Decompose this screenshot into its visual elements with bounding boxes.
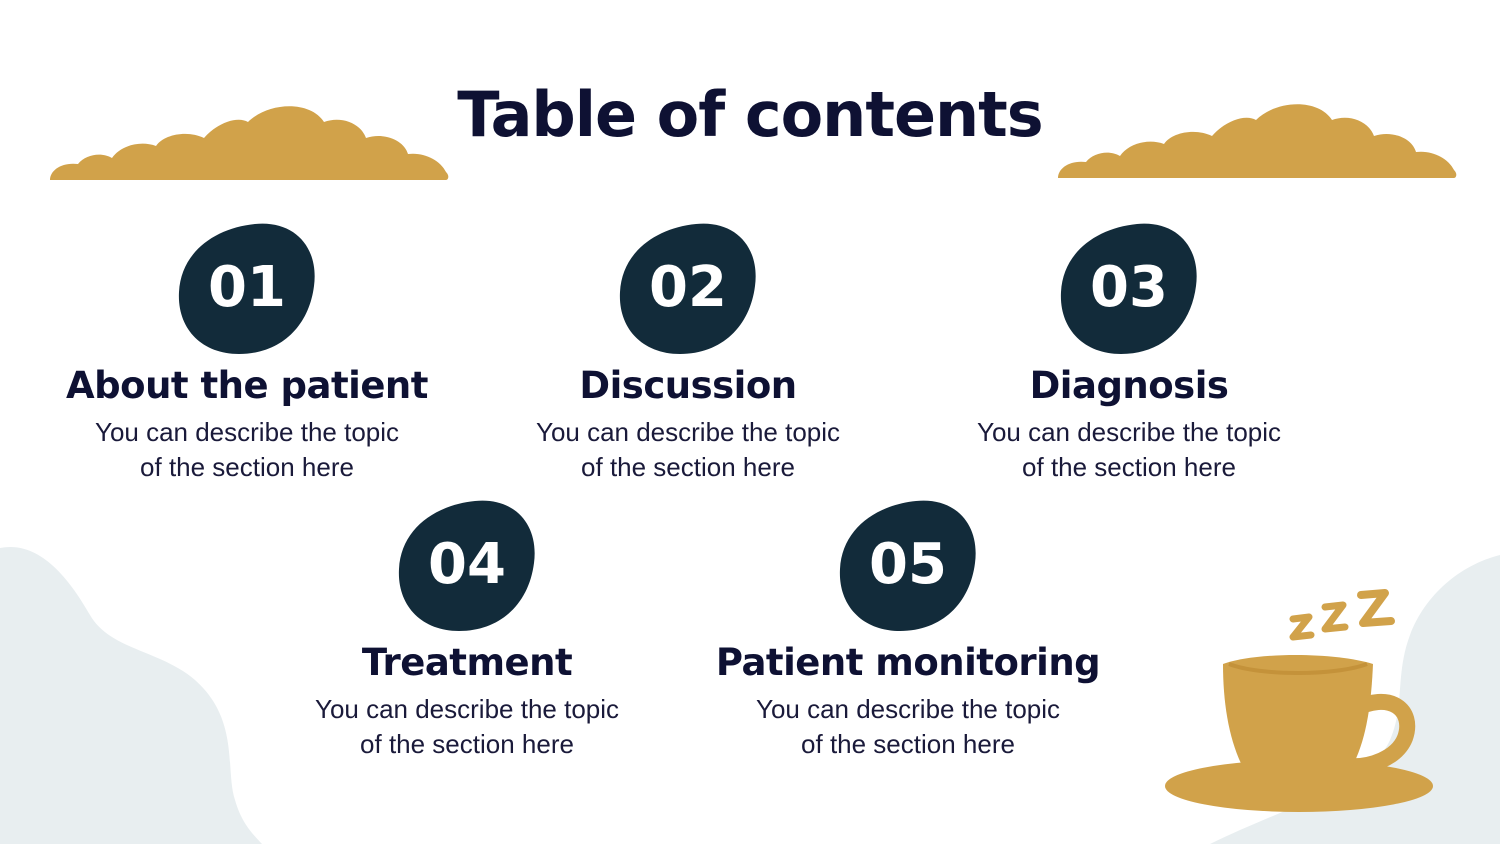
cloud-icon — [1058, 104, 1457, 178]
section-title: Patient monitoring — [715, 641, 1101, 684]
section-discussion[interactable]: 02 Discussion You can describe the topic… — [478, 222, 898, 485]
zzz-icon — [1289, 589, 1395, 641]
background-blob-right — [1210, 555, 1500, 844]
section-title: Diagnosis — [1029, 364, 1229, 407]
section-title: Treatment — [361, 641, 573, 684]
section-number: 04 — [428, 532, 506, 597]
section-number: 02 — [649, 255, 727, 320]
section-title: Discussion — [579, 364, 797, 407]
section-description-line: You can describe the topic — [94, 417, 400, 447]
section-description-line: of the section here — [801, 729, 1015, 759]
blob-shape — [178, 223, 315, 354]
section-description-line: of the section here — [360, 729, 574, 759]
section-description: You can describe the topic of the sectio… — [478, 415, 898, 485]
section-treatment[interactable]: 04 Treatment You can describe the topic … — [257, 499, 677, 762]
section-description-line: You can describe the topic — [535, 417, 841, 447]
number-badge: 02 — [618, 222, 758, 354]
section-number: 05 — [869, 532, 947, 597]
section-description: You can describe the topic of the sectio… — [257, 692, 677, 762]
section-description: You can describe the topic of the sectio… — [37, 415, 457, 485]
cloud-icon — [50, 106, 449, 180]
section-number: 01 — [208, 255, 286, 320]
page-title: Table of contents — [457, 78, 1043, 151]
blob-shape — [1060, 223, 1197, 354]
section-description-line: You can describe the topic — [976, 417, 1282, 447]
section-description-line: You can describe the topic — [314, 694, 620, 724]
section-description-line: of the section here — [581, 452, 795, 482]
section-diagnosis[interactable]: 03 Diagnosis You can describe the topic … — [919, 222, 1339, 485]
background-blob-left — [0, 546, 262, 844]
number-badge: 04 — [397, 499, 537, 631]
number-badge: 03 — [1059, 222, 1199, 354]
section-about-the-patient[interactable]: 01 About the patient You can describe th… — [37, 222, 457, 485]
section-description-line: of the section here — [1022, 452, 1236, 482]
section-description-line: of the section here — [140, 452, 354, 482]
blob-shape — [398, 500, 535, 631]
section-number: 03 — [1090, 255, 1168, 320]
coffee-cup-icon — [1165, 655, 1433, 812]
section-description-line: You can describe the topic — [755, 694, 1061, 724]
section-description: You can describe the topic of the sectio… — [698, 692, 1118, 762]
blob-shape — [619, 223, 756, 354]
number-badge: 05 — [838, 499, 978, 631]
number-badge: 01 — [177, 222, 317, 354]
section-patient-monitoring[interactable]: 05 Patient monitoring You can describe t… — [698, 499, 1118, 762]
section-title: About the patient — [66, 364, 428, 407]
section-description: You can describe the topic of the sectio… — [919, 415, 1339, 485]
blob-shape — [839, 500, 976, 631]
